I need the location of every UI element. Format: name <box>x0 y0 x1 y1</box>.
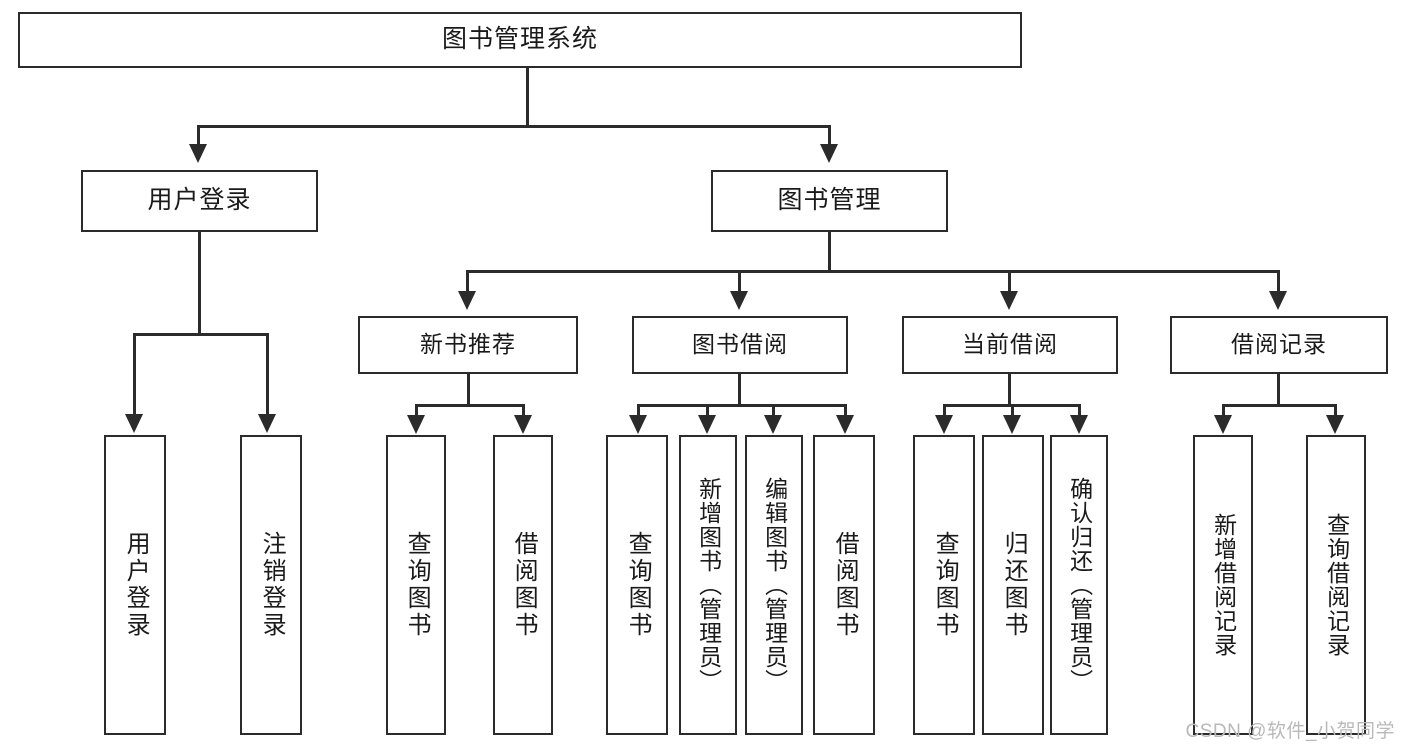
connector-nbr-drop-1 <box>415 404 418 416</box>
connector-cb-drop-1 <box>943 404 946 416</box>
connector-nbr-stem <box>467 374 470 406</box>
connector-bb-stem <box>738 374 741 406</box>
connector-bb-drop-1 <box>637 404 640 416</box>
arrow-bm-to-new-book-recommend <box>458 291 476 310</box>
leaf-user-login-label: 用户登录 <box>122 531 150 639</box>
arrow-bm-to-current-borrow <box>1000 291 1018 310</box>
node-book-management[interactable]: 图书管理 <box>711 170 948 232</box>
connector-cb-drop-3 <box>1078 404 1081 416</box>
node-current-borrow[interactable]: 当前借阅 <box>902 316 1118 374</box>
leaf-confirm-return[interactable]: 确认归还（管理员） <box>1050 435 1108 735</box>
leaf-query-book-3-label: 查询图书 <box>931 531 959 639</box>
connector-user-login-bar <box>133 333 269 336</box>
arrow-bb-leaf-2 <box>698 415 716 434</box>
leaf-borrow-book-1[interactable]: 借阅图书 <box>493 435 553 735</box>
leaf-logout-label: 注销登录 <box>258 531 286 639</box>
connector-bb-drop-3 <box>772 404 775 416</box>
leaf-borrow-book-1-label: 借阅图书 <box>510 531 538 639</box>
leaf-user-login[interactable]: 用户登录 <box>104 435 166 735</box>
arrow-cb-leaf-2 <box>1003 415 1021 434</box>
arrow-bb-leaf-4 <box>836 415 854 434</box>
connector-user-login-stem <box>198 232 201 335</box>
arrow-bb-leaf-3 <box>764 415 782 434</box>
node-user-login[interactable]: 用户登录 <box>81 170 318 232</box>
connector-br-drop-1 <box>1222 404 1225 416</box>
connector-bb-drop-4 <box>844 404 847 416</box>
node-user-login-label: 用户登录 <box>147 186 252 215</box>
leaf-confirm-return-label: 确认归还（管理员） <box>1066 477 1093 693</box>
arrow-root-to-book-management <box>820 144 838 163</box>
connector-bm-drop-3 <box>1008 270 1011 292</box>
node-borrow-record-label: 借阅记录 <box>1231 331 1327 358</box>
connector-bm-drop-4 <box>1277 270 1280 292</box>
node-book-borrow-label: 图书借阅 <box>692 331 788 358</box>
leaf-add-record[interactable]: 新增借阅记录 <box>1193 435 1253 735</box>
leaf-add-book[interactable]: 新增图书（管理员） <box>679 435 737 735</box>
leaf-return-book[interactable]: 归还图书 <box>982 435 1044 735</box>
leaf-query-book-2-label: 查询图书 <box>624 531 652 639</box>
node-borrow-record[interactable]: 借阅记录 <box>1170 316 1388 374</box>
node-root-label: 图书管理系统 <box>441 25 598 54</box>
connector-br-drop-2 <box>1334 404 1337 416</box>
leaf-query-record[interactable]: 查询借阅记录 <box>1306 435 1366 735</box>
arrow-user-login-leaf-2 <box>258 414 276 433</box>
arrow-root-to-user-login <box>189 144 207 163</box>
connector-bm-drop-1 <box>466 270 469 292</box>
connector-root-to-book-management <box>828 125 831 145</box>
node-new-book-recommend[interactable]: 新书推荐 <box>358 316 578 374</box>
arrow-nbr-leaf-2 <box>514 415 532 434</box>
connector-bb-drop-2 <box>706 404 709 416</box>
connector-nbr-bar <box>415 404 525 407</box>
connector-br-bar <box>1222 404 1337 407</box>
connector-user-login-drop-2 <box>266 333 269 415</box>
connector-cb-stem <box>1008 374 1011 406</box>
node-current-borrow-label: 当前借阅 <box>962 331 1058 358</box>
leaf-query-record-label: 查询借阅记录 <box>1323 513 1350 657</box>
arrow-br-leaf-2 <box>1326 415 1344 434</box>
leaf-query-book-1[interactable]: 查询图书 <box>386 435 446 735</box>
arrow-bb-leaf-1 <box>629 415 647 434</box>
connector-nbr-drop-2 <box>522 404 525 416</box>
connector-root-to-user-login <box>197 125 200 145</box>
leaf-query-book-1-label: 查询图书 <box>403 531 431 639</box>
node-root[interactable]: 图书管理系统 <box>18 12 1022 68</box>
arrow-user-login-leaf-1 <box>125 414 143 433</box>
node-book-borrow[interactable]: 图书借阅 <box>632 316 848 374</box>
connector-book-management-bar <box>466 270 1280 273</box>
leaf-edit-book[interactable]: 编辑图书（管理员） <box>745 435 803 735</box>
node-new-book-recommend-label: 新书推荐 <box>420 331 516 358</box>
leaf-edit-book-label: 编辑图书（管理员） <box>761 477 788 693</box>
leaf-borrow-book-2[interactable]: 借阅图书 <box>813 435 875 735</box>
arrow-nbr-leaf-1 <box>407 415 425 434</box>
leaf-add-book-label: 新增图书（管理员） <box>695 477 722 693</box>
node-book-management-label: 图书管理 <box>777 186 882 215</box>
connector-cb-drop-2 <box>1011 404 1014 416</box>
leaf-return-book-label: 归还图书 <box>1000 531 1028 639</box>
arrow-bm-to-borrow-record <box>1269 291 1287 310</box>
arrow-br-leaf-1 <box>1214 415 1232 434</box>
connector-bb-bar <box>637 404 847 407</box>
leaf-logout[interactable]: 注销登录 <box>240 435 302 735</box>
connector-root-stem <box>526 68 529 127</box>
arrow-bm-to-book-borrow <box>730 291 748 310</box>
leaf-query-book-3[interactable]: 查询图书 <box>913 435 975 735</box>
leaf-query-book-2[interactable]: 查询图书 <box>606 435 668 735</box>
arrow-cb-leaf-3 <box>1070 415 1088 434</box>
connector-book-management-stem <box>828 232 831 272</box>
arrow-cb-leaf-1 <box>935 415 953 434</box>
connector-user-login-drop-1 <box>133 333 136 415</box>
leaf-borrow-book-2-label: 借阅图书 <box>831 531 859 639</box>
leaf-add-record-label: 新增借阅记录 <box>1210 513 1237 657</box>
connector-root-bar <box>197 125 830 128</box>
connector-bm-drop-2 <box>738 270 741 292</box>
connector-br-stem <box>1277 374 1280 406</box>
